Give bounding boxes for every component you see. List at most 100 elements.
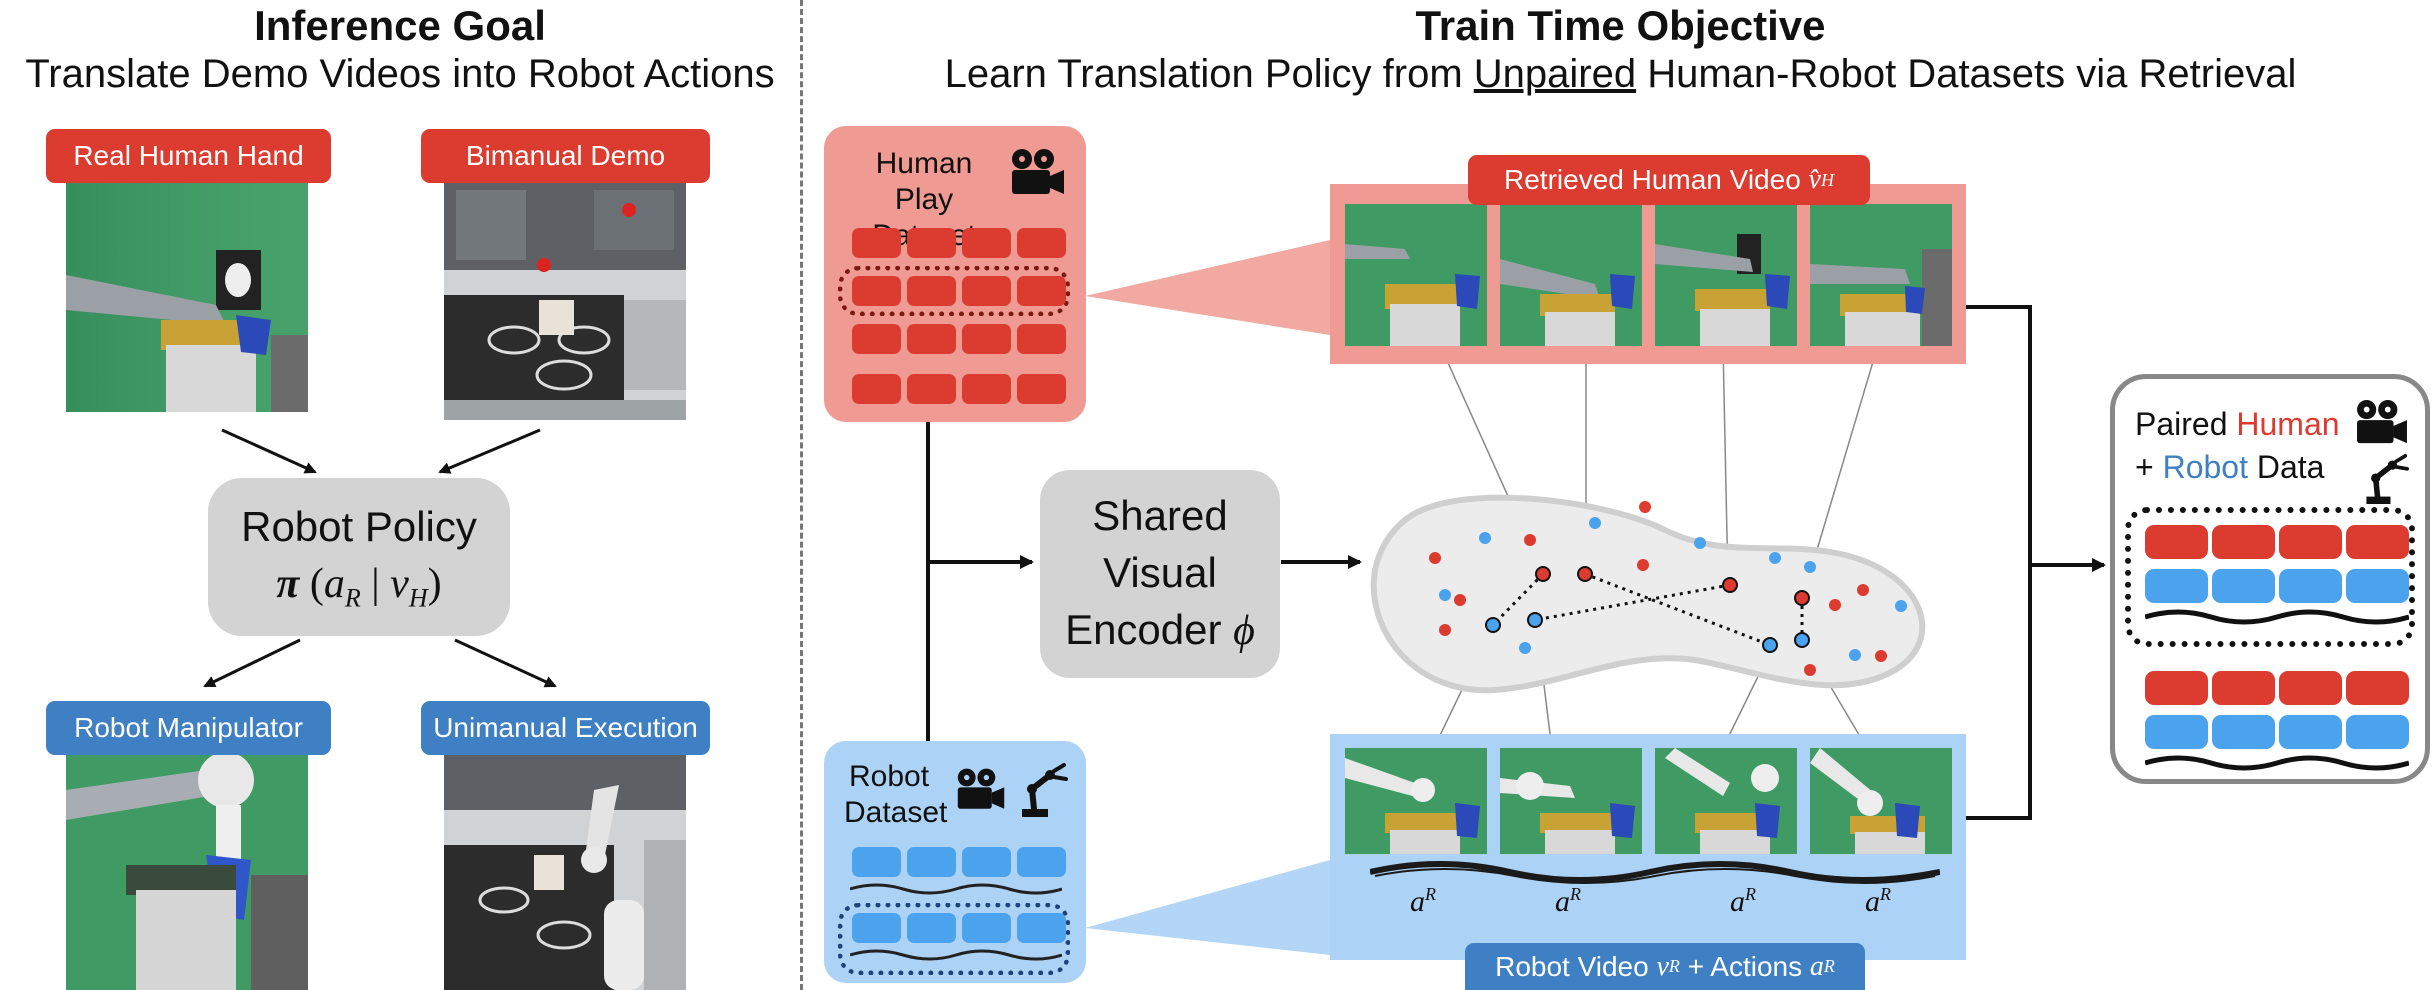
robot-manipulator-tag: Robot Manipulator xyxy=(46,701,331,755)
unimanual-execution-tag: Unimanual Execution xyxy=(421,701,710,755)
paired-action-wave-2 xyxy=(2145,755,2409,771)
inference-goal-subtitle: Translate Demo Videos into Robot Actions xyxy=(25,52,775,96)
retrieved-human-video-tag: Retrieved Human Video v̂H xyxy=(1468,155,1870,205)
robot-policy-formula: π (aR | vH) xyxy=(276,556,441,615)
subtitle-prefix: Learn Translation Policy from xyxy=(944,52,1474,96)
inference-goal-title: Inference Goal xyxy=(254,2,546,49)
paired-plus: + xyxy=(2135,449,2163,486)
section-divider xyxy=(800,0,803,990)
robot-tag-text2: + Actions xyxy=(1687,950,1803,982)
train-objective-title: Train Time Objective xyxy=(1415,2,1826,49)
paired-data-label: Paired Human + Robot Data xyxy=(2135,403,2340,489)
encoder-line3: Encoder ϕ xyxy=(1065,602,1255,660)
human-callout-wedge xyxy=(1085,240,1330,335)
human-frame-1 xyxy=(1345,204,1487,346)
retrieved-tag-text: Retrieved Human Video xyxy=(1504,164,1801,195)
robot-action-wave-1 xyxy=(850,883,1062,895)
formula-bar: | xyxy=(371,560,380,607)
robot-policy-box: Robot Policy π (aR | vH) xyxy=(208,478,510,636)
formula-close-paren: ) xyxy=(427,560,442,607)
encoder-line1: Shared xyxy=(1092,492,1228,540)
human-frame-3 xyxy=(1655,204,1797,346)
bimanual-demo-image xyxy=(444,180,686,420)
formula-a-sub: R xyxy=(344,582,361,612)
subtitle-unpaired: Unpaired xyxy=(1473,52,1637,96)
retrieved-human-video-panel xyxy=(1330,184,1966,364)
retrieved-tag-sub: H xyxy=(1820,169,1834,190)
robot-arm-icon xyxy=(1022,763,1068,817)
arrow-bimanual-to-policy xyxy=(438,428,541,474)
robot-tag-sub2: R xyxy=(1823,956,1835,976)
robot-policy-label: Robot Policy xyxy=(241,502,477,550)
human-dataset-line1: Human Play xyxy=(875,147,973,216)
unimanual-execution-image xyxy=(444,750,686,990)
action-label-2: aR xyxy=(1555,884,1581,918)
robot-data-row-2 xyxy=(852,913,1066,943)
action-label-4: aR xyxy=(1865,884,1891,918)
human-data-row-4 xyxy=(852,374,1066,404)
robot-dataset-line2: Dataset xyxy=(844,796,948,829)
paired-action-wave-1 xyxy=(2145,609,2409,625)
paired-data-panel: Paired Human + Robot Data xyxy=(2110,374,2430,784)
paired-data-highlight xyxy=(2125,507,2415,647)
bimanual-demo-tag: Bimanual Demo xyxy=(421,129,710,183)
robot-dataset-line1: Robot xyxy=(848,760,930,793)
paired-prefix: Paired xyxy=(2135,406,2237,442)
human-data-row-2 xyxy=(852,276,1066,306)
subtitle-suffix: Human-Robot Datasets via Retrieval xyxy=(1636,52,2297,96)
robot-frame-3 xyxy=(1655,748,1797,854)
human-data-row-1 xyxy=(852,228,1066,258)
film-camera-icon xyxy=(2357,399,2407,444)
paired-robot-row-2 xyxy=(2145,715,2409,749)
robot-frame-2 xyxy=(1500,748,1642,854)
paired-human-word: Human xyxy=(2236,406,2340,442)
robot-frame-1 xyxy=(1345,748,1487,854)
embedding-space xyxy=(1370,494,1926,694)
robot-tag-var2: a xyxy=(1809,950,1824,982)
paired-robot-word: Robot xyxy=(2162,449,2248,486)
robot-manipulator-image xyxy=(66,750,308,990)
robot-data-row-highlight xyxy=(838,903,1070,975)
robot-action-wave-2 xyxy=(850,949,1062,961)
film-camera-icon xyxy=(1012,149,1064,194)
robot-callout-wedge xyxy=(1085,860,1330,955)
robot-arm-icon xyxy=(2366,454,2409,504)
robot-data-row-1 xyxy=(852,847,1066,877)
formula-open-paren: ( xyxy=(309,560,324,607)
action-label-1: aR xyxy=(1410,884,1436,918)
human-play-dataset-panel: Human Play Dataset xyxy=(824,126,1086,422)
encoder-word: Encoder xyxy=(1065,605,1222,653)
paired-human-row-2 xyxy=(2145,671,2409,705)
arrow-policy-to-unimanual xyxy=(454,638,557,688)
embedding-space-blob xyxy=(1370,494,1926,694)
action-label-3: aR xyxy=(1730,884,1756,918)
train-objective-subtitle: Learn Translation Policy from Unpaired H… xyxy=(805,52,2436,97)
robot-video-panel: aR aR aR aR xyxy=(1330,734,1966,960)
real-human-hand-image xyxy=(66,180,308,412)
robot-dataset-label: Robot Dataset xyxy=(844,759,948,831)
human-frame-2 xyxy=(1500,204,1642,346)
real-human-hand-tag: Real Human Hand xyxy=(46,129,331,183)
formula-v: v xyxy=(390,560,409,607)
pi-symbol: π xyxy=(276,560,300,607)
robot-dataset-panel: Robot Dataset xyxy=(824,741,1086,983)
retrieved-tag-var: v̂ xyxy=(1808,164,1821,195)
shared-visual-encoder-box: Shared Visual Encoder ϕ xyxy=(1040,470,1280,678)
human-frame-4 xyxy=(1810,204,1952,346)
human-data-row-highlight xyxy=(838,266,1070,316)
film-camera-icon xyxy=(957,768,1005,809)
robot-frame-4 xyxy=(1810,748,1952,854)
paired-human-row-1 xyxy=(2145,525,2409,559)
encoder-line2: Visual xyxy=(1103,549,1217,597)
robot-action-brush-wave xyxy=(1370,861,1940,884)
human-data-row-3 xyxy=(852,324,1066,354)
paired-data-word: Data xyxy=(2247,449,2325,486)
paired-robot-row-1 xyxy=(2145,569,2409,603)
robot-tag-text1: Robot Video xyxy=(1495,950,1649,982)
robot-tag-var1: v xyxy=(1656,950,1669,982)
formula-a: a xyxy=(323,560,345,607)
arrow-hand-to-policy xyxy=(221,428,317,474)
formula-v-sub: H xyxy=(408,582,428,612)
robot-tag-sub1: R xyxy=(1668,956,1680,976)
